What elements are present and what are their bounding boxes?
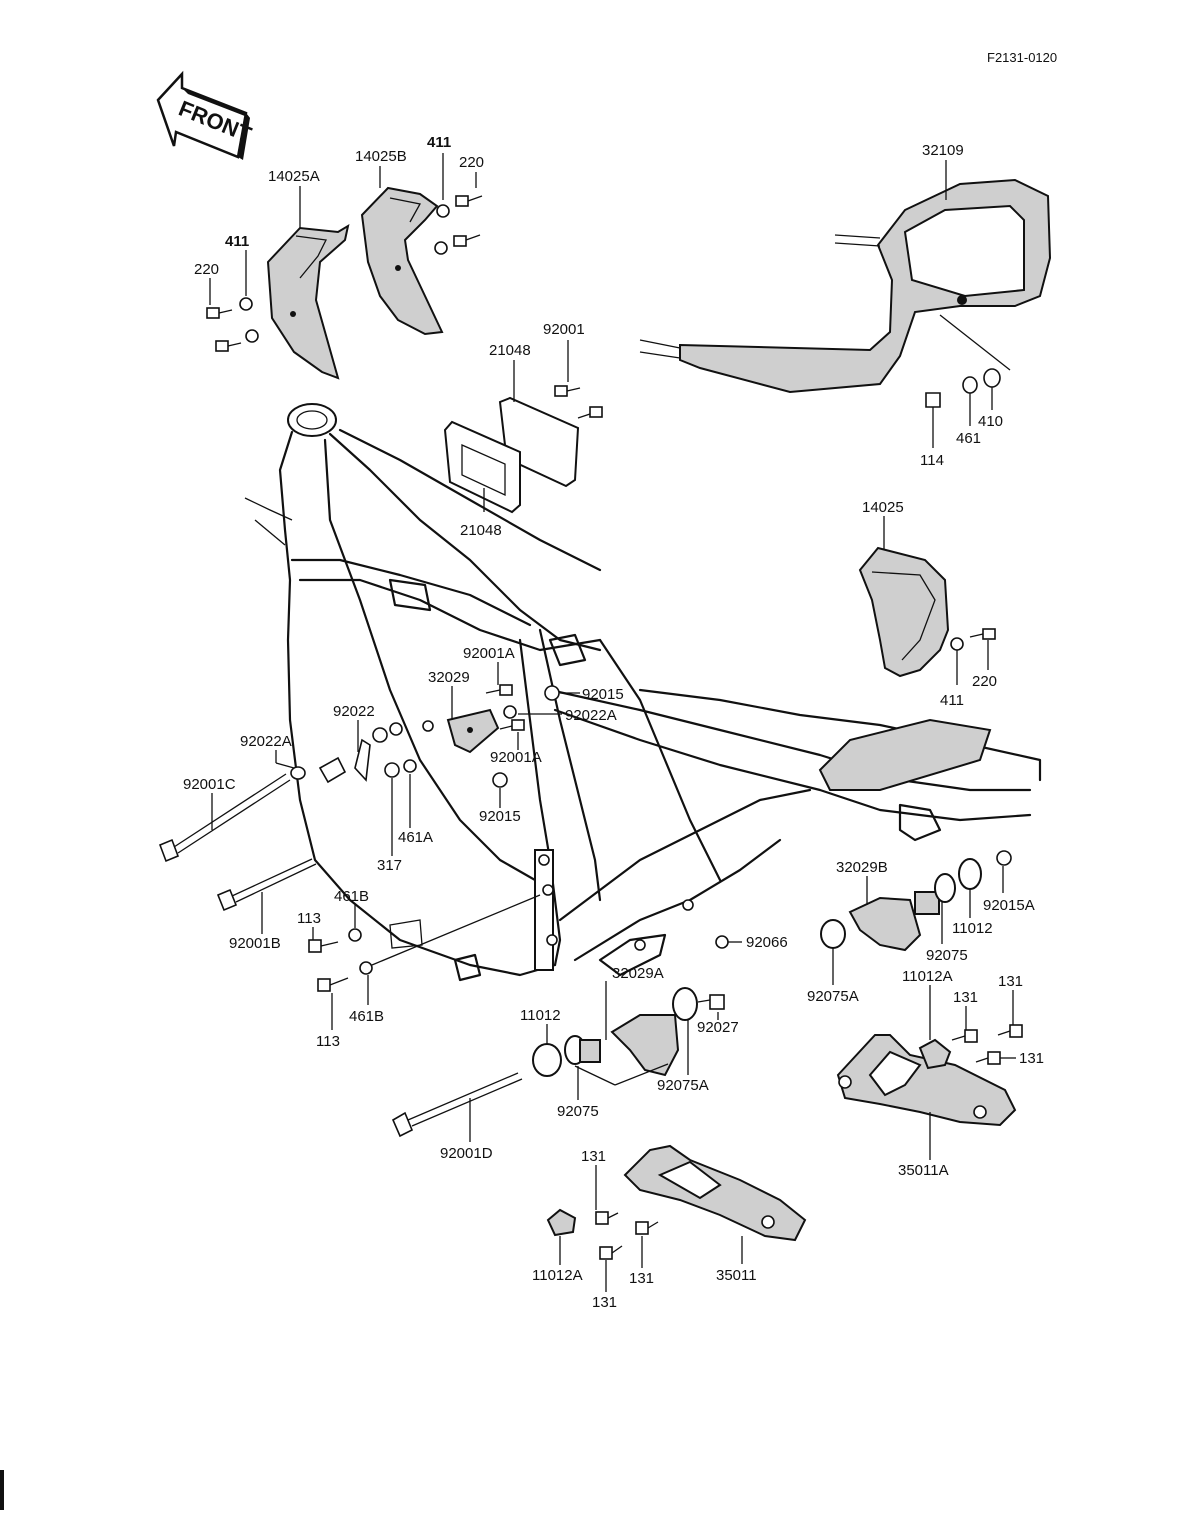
part-label-32109: 32109: [922, 142, 964, 159]
leader-lines: [209, 153, 1016, 1292]
part-label-131-a: 131: [953, 989, 978, 1006]
part-label-461b-top: 461B: [334, 888, 369, 905]
diagram-code: F2131-0120: [987, 50, 1057, 65]
part-label-92075a-mid: 92075A: [657, 1077, 709, 1094]
part-labels: 14025A 14025B 411 220 411 220 32109 9200…: [183, 134, 1044, 1311]
part-label-113-top: 113: [297, 910, 321, 927]
bolt-92001b: [216, 858, 317, 912]
bolt-220-top-left: [206, 297, 259, 352]
part-label-220-right: 220: [972, 673, 997, 690]
part-label-131-f: 131: [592, 1294, 617, 1311]
part-label-220-left: 220: [194, 261, 219, 278]
side-cover-14025b: [360, 186, 444, 336]
part-label-131-e: 131: [629, 1270, 654, 1287]
part-label-131-c: 131: [1019, 1050, 1044, 1067]
part-label-411-left: 411: [225, 233, 249, 250]
bolt-113: [308, 894, 541, 992]
part-label-92001a-top: 92001A: [463, 645, 515, 662]
engine-mount-32029b: [715, 850, 1012, 952]
part-label-32029a: 32029A: [612, 965, 664, 982]
part-label-131-d: 131: [581, 1148, 606, 1165]
part-label-92022a-right: 92022A: [565, 707, 617, 724]
footrest-bracket-35011: [546, 1144, 807, 1260]
front-arrow-icon: FRONT: [156, 70, 255, 160]
part-label-410: 410: [978, 413, 1003, 430]
part-label-35011: 35011: [716, 1267, 757, 1284]
part-label-411-right: 411: [940, 692, 964, 709]
part-label-32029b: 32029B: [836, 859, 888, 876]
part-label-461: 461: [956, 430, 981, 447]
part-label-461b-bottom: 461B: [349, 1008, 384, 1025]
bracket-32029: [372, 684, 560, 754]
part-label-92001b: 92001B: [229, 935, 281, 952]
part-label-114: 114: [920, 452, 944, 469]
bolt-92001c: [158, 738, 508, 863]
part-label-92001c: 92001C: [183, 776, 236, 793]
side-cover-14025a: [266, 223, 350, 380]
part-label-92027: 92027: [697, 1019, 739, 1036]
plate-21048: [443, 396, 580, 514]
part-label-131-b: 131: [998, 973, 1023, 990]
part-label-14025: 14025: [862, 499, 904, 516]
part-label-220-top: 220: [459, 154, 484, 171]
part-label-92015-mid: 92015: [479, 808, 521, 825]
part-label-11012-left: 11012: [520, 1007, 561, 1024]
part-label-11012-right: 11012: [952, 920, 993, 937]
part-label-113-bottom: 113: [316, 1033, 340, 1050]
bolt-92001-top: [554, 385, 603, 419]
part-label-317: 317: [377, 857, 402, 874]
part-label-11012a-left: 11012A: [532, 1267, 583, 1284]
part-label-92066: 92066: [746, 934, 788, 951]
part-label-92001d: 92001D: [440, 1145, 493, 1162]
part-label-21048-bottom: 21048: [460, 522, 502, 539]
footrest-bracket-35011a: [836, 1024, 1023, 1127]
part-label-35011a: 35011A: [898, 1162, 949, 1179]
scan-edge-mark: [0, 1470, 4, 1510]
part-label-21048-top: 21048: [489, 342, 531, 359]
part-label-11012a-right: 11012A: [902, 968, 953, 985]
bolt-92001d: [391, 1072, 523, 1138]
bolt-220-top: [434, 195, 483, 255]
part-label-92022: 92022: [333, 703, 375, 720]
grab-rail-32109: [639, 178, 1052, 394]
part-label-92075a-right: 92075A: [807, 988, 859, 1005]
side-cover-14025: [858, 546, 996, 678]
part-label-14025a: 14025A: [268, 168, 320, 185]
part-label-92015: 92015: [582, 686, 624, 703]
part-label-92001: 92001: [543, 321, 585, 338]
part-label-92075-mid: 92075: [557, 1103, 599, 1120]
part-label-92001a-bottom: 92001A: [490, 749, 542, 766]
part-label-14025b: 14025B: [355, 148, 407, 165]
motorcycle-frame: [244, 403, 1042, 982]
hardware-114-461-410: [925, 314, 1011, 415]
part-label-92075-right: 92075: [926, 947, 968, 964]
part-label-461a: 461A: [398, 829, 433, 846]
part-label-92015a: 92015A: [983, 897, 1035, 914]
part-label-32029: 32029: [428, 669, 470, 686]
part-label-92022a-left: 92022A: [240, 733, 292, 750]
engine-mount-32029a: [532, 987, 725, 1086]
part-label-411-top: 411: [427, 134, 451, 151]
